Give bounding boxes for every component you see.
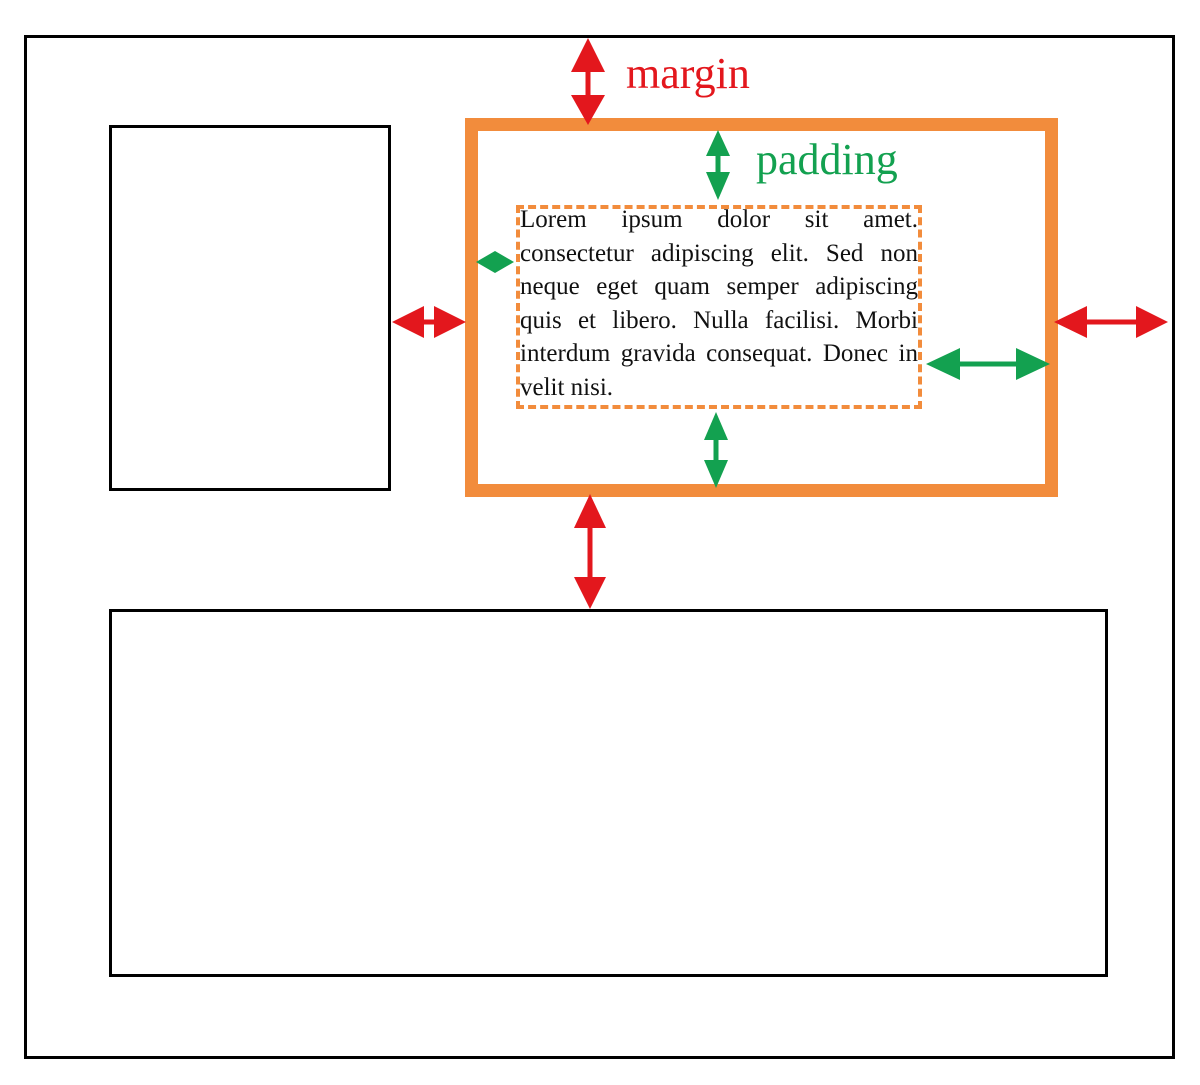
page-container xyxy=(24,35,1175,1059)
padding-label: padding xyxy=(756,135,898,184)
margin-label: margin xyxy=(626,49,750,98)
border-box xyxy=(465,118,1058,497)
left-sibling-box xyxy=(109,125,391,491)
content-text: Lorem ipsum dolor sit amet. consectetur … xyxy=(520,206,918,401)
content-area-box xyxy=(516,205,922,409)
bottom-sibling-box xyxy=(109,609,1108,977)
